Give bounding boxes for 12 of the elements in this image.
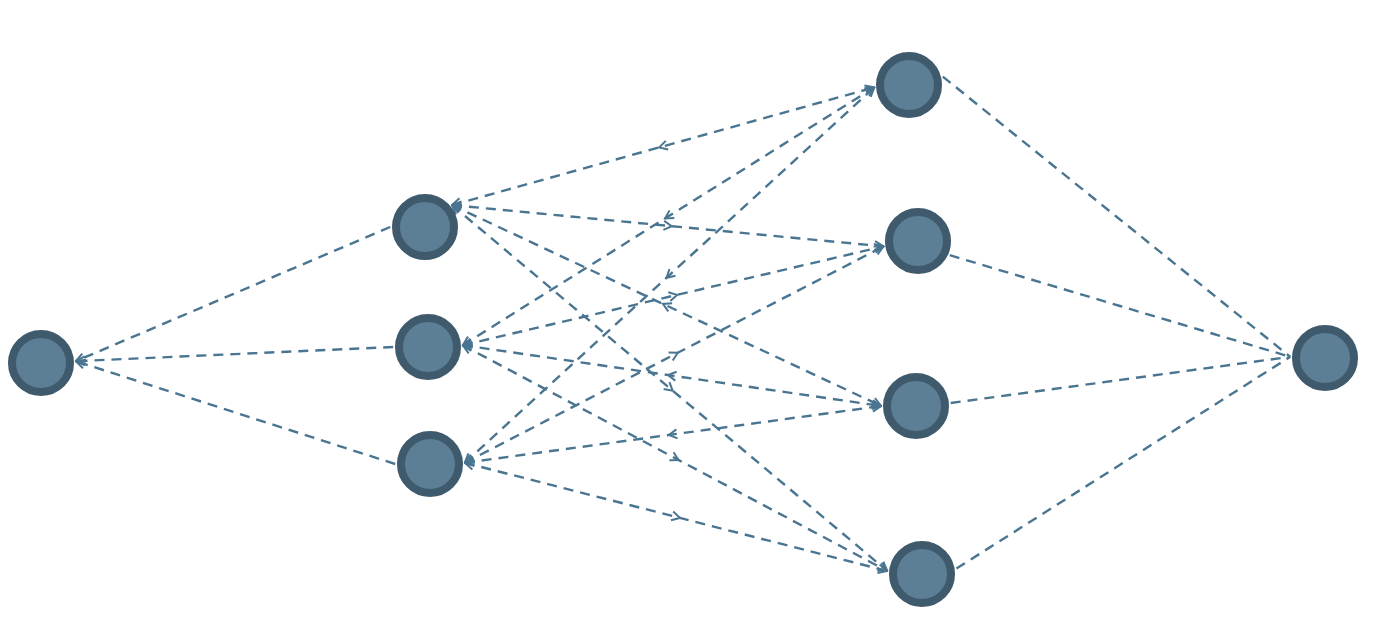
dashed-arrow [74,345,394,367]
dashed-arrow [74,225,391,363]
dashed-line [942,75,1291,358]
dashed-arrow [464,245,885,464]
dashed-arrow [464,459,888,574]
dashed-line [955,355,1291,570]
dashed-arrow [451,200,884,250]
dashed-line [950,355,1291,405]
dashed-arrow [462,344,888,573]
dashed-arrow [74,358,396,466]
dashed-arrow [451,204,889,572]
dashed-arrow [462,341,882,410]
